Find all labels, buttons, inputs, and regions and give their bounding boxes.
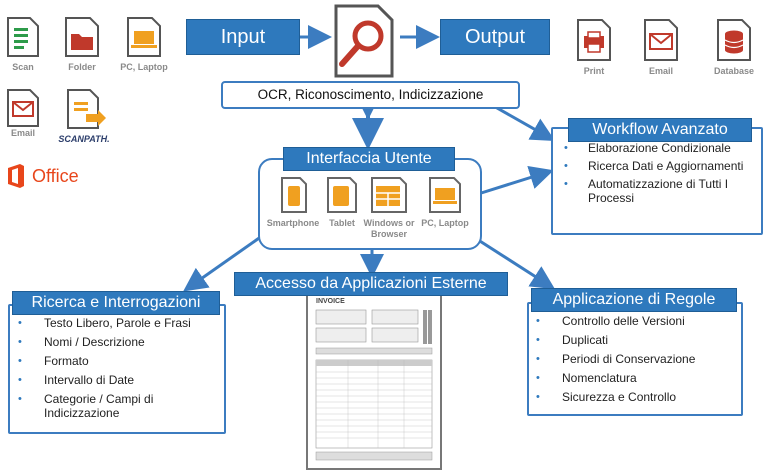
email-icon [7,89,39,127]
workflow-item: Elaborazione Condizionale [560,141,756,155]
tablet-label: Tablet [329,218,355,228]
input-banner: Input [186,19,300,55]
rules-item: Controllo delle Versioni [532,314,738,328]
windows-label: Windows or Browser [363,218,415,239]
pc-label: PC, Laptop [120,62,168,72]
email-source-label: Email [10,128,35,138]
rules-title: Applicazione di Regole [531,288,737,312]
device-laptop: PC, Laptop [414,176,476,236]
rules-item: Sicurezza e Controllo [532,390,738,404]
search-title: Ricerca e Interrogazioni [12,291,220,315]
rules-item: Periodi di Conservazione [532,352,738,366]
database-icon [717,19,751,61]
folder-icon [65,17,99,57]
scan-icon [7,17,39,57]
invoice-document: INVOICE [306,290,442,470]
magnifier-document [328,4,398,78]
invoice-body [315,309,433,461]
scanpath-label: SCANPATH. [58,134,110,144]
search-item: Categorie / Campi di Indicizzazione [14,392,220,420]
office-label: Office [32,166,79,186]
output-banner: Output [440,19,550,55]
smartphone-label: Smartphone [266,218,320,228]
folder-source: Folder [62,16,102,76]
device-windows: Windows or Browser [362,176,416,240]
office-source: Office [6,162,106,190]
search-item: Intervallo di Date [14,373,220,387]
ocr-label: OCR, Riconoscimento, Indicizzazione [257,87,484,102]
ui-panel-title: Interfaccia Utente [283,147,455,171]
arrow-ocr-workflow [489,102,556,141]
scanpath-icon [67,89,106,129]
search-item: Testo Libero, Parole e Frasi [14,316,220,330]
rules-list: Controllo delle Versioni Duplicati Perio… [532,314,738,404]
office-icon [8,164,24,188]
folder-label: Folder [68,62,96,72]
device-tablet: Tablet [322,176,362,236]
rules-item: Nomenclatura [532,371,738,385]
pc-source: PC, Laptop [118,16,170,76]
email-source: Email [6,88,40,142]
database-output: Database [706,18,762,82]
workflow-item: Ricerca Dati e Aggiornamenti [560,159,756,173]
search-item: Nomi / Descrizione [14,335,220,349]
laptop-device-icon [429,177,461,213]
email-output: Email [641,18,681,78]
arrow-ui-rules [471,234,556,290]
invoice-heading: INVOICE [316,298,345,305]
print-output: Print [574,18,614,78]
workflow-title: Workflow Avanzato [568,118,752,142]
database-label: Database [713,66,755,76]
scanpath-source: SCANPATH. [56,88,112,148]
email-output-icon [644,19,678,61]
email-output-label: Email [648,66,673,76]
workflow-list: Elaborazione Condizionale Ricerca Dati e… [560,141,756,205]
laptop-icon [127,17,161,57]
tablet-icon [327,177,357,213]
search-item: Formato [14,354,220,368]
scan-source: Scan [6,16,40,76]
search-list: Testo Libero, Parole e Frasi Nomi / Desc… [14,316,220,420]
ocr-bar: OCR, Riconoscimento, Indicizzazione [221,81,520,109]
device-smartphone: Smartphone [262,176,324,236]
workflow-item: Automatizzazione di Tutti I Processi [560,177,756,205]
laptop-device-label: PC, Laptop [421,218,469,228]
rules-item: Duplicati [532,333,738,347]
scan-label: Scan [12,62,34,72]
arrow-ui-workflow [477,165,554,196]
magnifier-icon [334,4,394,78]
smartphone-icon [281,177,307,213]
print-icon [577,19,611,61]
windows-icon [371,177,407,213]
print-label: Print [583,66,605,76]
arrow-ui-search [183,234,263,292]
external-title: Accesso da Applicazioni Esterne [234,272,508,296]
